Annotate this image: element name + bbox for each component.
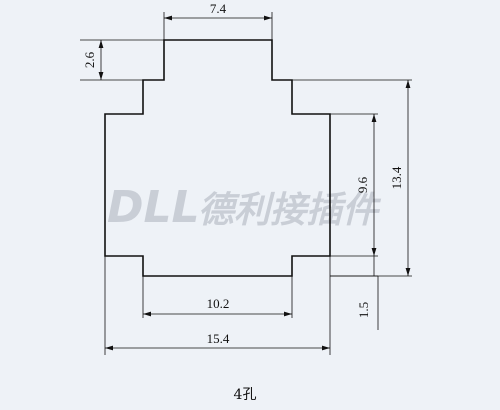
dim-label-top-step: 2.6	[82, 51, 97, 68]
extension-lines	[80, 12, 412, 355]
dim-label-total-height: 13.4	[389, 166, 404, 189]
dim-label-total-width: 15.4	[207, 331, 230, 346]
watermark-latin: DLL	[107, 182, 200, 233]
watermark-cjk: 德利接插件	[198, 190, 382, 231]
dim-label-top-width: 7.4	[210, 1, 227, 16]
dim-label-bottom-width: 10.2	[207, 296, 230, 311]
profile-outline	[104, 39, 331, 277]
dim-label-bottom-step: 1.5	[356, 302, 371, 318]
dimension-lines	[98, 15, 411, 351]
watermark: DLL 德利接插件	[107, 182, 382, 233]
dim-label-inner-height: 9.6	[355, 176, 370, 193]
diagram-caption: 4孔	[234, 387, 257, 403]
